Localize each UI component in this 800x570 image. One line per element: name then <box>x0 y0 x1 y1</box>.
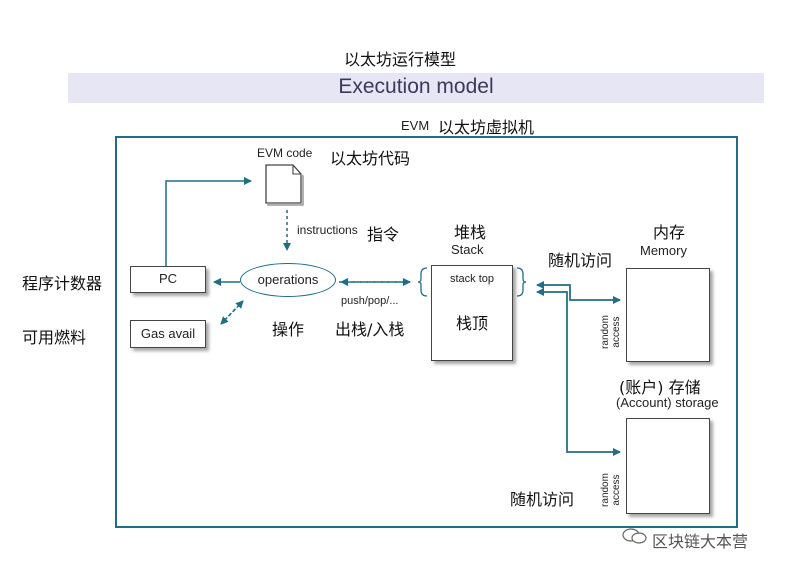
diagram-title-cn: 以太坊运行模型 <box>343 50 456 69</box>
evm-code-label-cn: 以太坊代码 <box>330 149 411 168</box>
banner-title: Execution model <box>338 75 494 98</box>
pc-box <box>130 266 206 293</box>
storage-access-cn: 随机访问 <box>510 490 575 509</box>
watermark-text: 区块链大本营 <box>652 532 749 551</box>
stack-top-right-brace <box>516 267 527 297</box>
operations-label-cn: 操作 <box>272 320 305 339</box>
stack-title-cn: 堆栈 <box>454 223 487 242</box>
gas-box <box>130 320 206 348</box>
ops-gas-arrow <box>220 300 244 325</box>
instructions-label-en: instructions <box>297 223 358 237</box>
stack-top-left-brace <box>417 267 428 297</box>
pc-label-en: PC <box>158 271 178 286</box>
evm-code-label-en: EVM code <box>257 146 313 160</box>
memory-box <box>626 268 710 362</box>
title-banner <box>68 73 764 103</box>
gas-label-cn: 可用燃料 <box>22 328 87 347</box>
instructions-label-cn: 指令 <box>367 225 400 244</box>
push-pop-label-en: push/pop/... <box>341 295 399 307</box>
evm-label-cn: 以太坊虚拟机 <box>438 118 535 137</box>
stack-title-en: Stack <box>451 242 484 257</box>
gas-label-en: Gas avail <box>140 326 196 341</box>
operations-ellipse <box>240 263 336 297</box>
operations-label-en: operations <box>257 272 319 287</box>
stack-box <box>431 265 513 361</box>
document-icon <box>265 164 304 206</box>
memory-access-cn: 随机访问 <box>548 251 613 270</box>
wechat-icon <box>622 528 648 544</box>
memory-title-cn: 内存 <box>653 223 686 242</box>
evm-label-en: EVM <box>401 118 430 133</box>
pc-label-cn: 程序计数器 <box>22 274 103 293</box>
storage-title-cn: (账户) 存储 <box>619 378 701 397</box>
stack-top-label: stack top <box>449 273 495 285</box>
pc-to-code-arrow <box>165 177 252 266</box>
evm-frame <box>115 136 738 528</box>
push-pop-label-cn: 出栈/入栈 <box>335 320 405 339</box>
stack-body-cn: 栈顶 <box>455 314 488 333</box>
storage-title-en: (Account) storage <box>616 395 719 410</box>
memory-title-en: Memory <box>640 243 687 258</box>
storage-box <box>626 418 710 514</box>
